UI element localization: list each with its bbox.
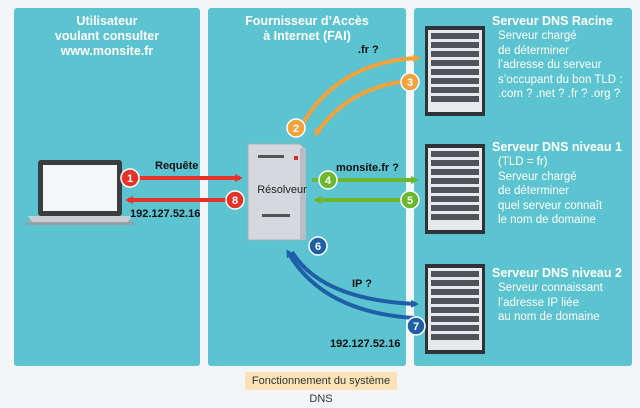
fr-query-label: .fr ? — [358, 44, 379, 56]
level2-server-title: Serveur DNS niveau 2 — [492, 266, 622, 280]
level1-server-title: Serveur DNS niveau 1 — [492, 140, 622, 154]
step-number-7: 7 — [413, 321, 419, 333]
step-number-4: 4 — [325, 175, 332, 187]
level1-server-desc: (TLD = fr) Serveur chargé de déterminer … — [498, 156, 603, 226]
arrow-7 — [286, 249, 415, 320]
laptop-icon — [26, 160, 134, 225]
step-number-3: 3 — [407, 77, 413, 89]
step-number-1: 1 — [127, 173, 133, 185]
step-badge-3: 3 — [400, 72, 420, 92]
level1-server-icon — [425, 144, 485, 234]
dns-diagram: 1 8 2 3 4 5 6 7 — [26, 26, 485, 354]
step-badge-6: 6 — [308, 236, 328, 256]
arrow-6 — [290, 250, 419, 308]
requete-label: Requête — [155, 160, 199, 172]
step-badge-4: 4 — [318, 170, 338, 190]
root-server-desc: Serveur chargé de déterminer l’adresse d… — [498, 30, 623, 100]
step-badge-7: 7 — [406, 316, 426, 336]
level2-server-icon — [425, 264, 485, 354]
step-number-2: 2 — [293, 123, 299, 135]
root-server-title: Serveur DNS Racine — [492, 14, 613, 28]
step-number-8: 8 — [232, 195, 238, 207]
step-badge-8: 8 — [225, 190, 245, 210]
ip-answer-label: 192.127.52.16 — [330, 338, 401, 350]
step-number-5: 5 — [407, 195, 413, 207]
step-badge-1: 1 — [120, 168, 140, 188]
arrow-2 — [294, 54, 421, 137]
user-title: Utilisateur voulant consulter www.monsit… — [54, 14, 160, 58]
step-number-6: 6 — [315, 241, 321, 253]
ip-query-label: IP ? — [352, 278, 372, 290]
ip-return-label: 192.127.52.16 — [130, 208, 201, 220]
level2-server-desc: Serveur connaissant l’adresse IP liée au… — [498, 282, 603, 323]
step-badge-2: 2 — [286, 118, 306, 138]
step-badge-5: 5 — [400, 190, 420, 210]
resolver-label: Résolveur — [257, 184, 307, 196]
caption: Fonctionnement du système DNS — [245, 372, 397, 405]
resolver-box — [247, 143, 306, 241]
monsite-query-label: monsite.fr ? — [336, 162, 399, 174]
fai-title: Fournisseur d’Accès à Internet (FAI) — [245, 14, 369, 43]
root-server-icon — [425, 26, 485, 116]
